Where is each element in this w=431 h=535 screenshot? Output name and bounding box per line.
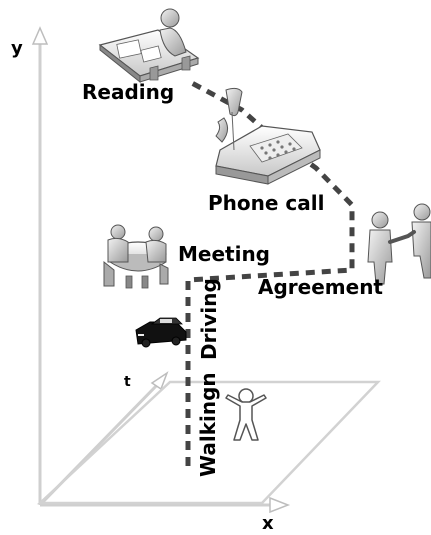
meeting-label: Meeting [178,244,270,264]
car-icon [136,318,186,347]
standing-person-icon [226,389,266,440]
meeting-at-table-icon [104,225,168,288]
person-reading-at-desk-icon [100,9,198,82]
x-axis-label: x [262,515,274,533]
y-axis-label: y [11,40,23,58]
handshake-icon [368,204,431,284]
t-axis-label: t [124,375,131,389]
x-axis [40,498,288,512]
reading-label: Reading [82,82,174,102]
y-axis [33,28,47,505]
phone-call-label: Phone call [208,193,324,213]
walking-label: Walkingn [198,379,220,477]
agreement-label: Agreement [258,277,383,297]
driving-label: Driving [199,280,221,360]
desk-telephone-icon [216,88,320,184]
